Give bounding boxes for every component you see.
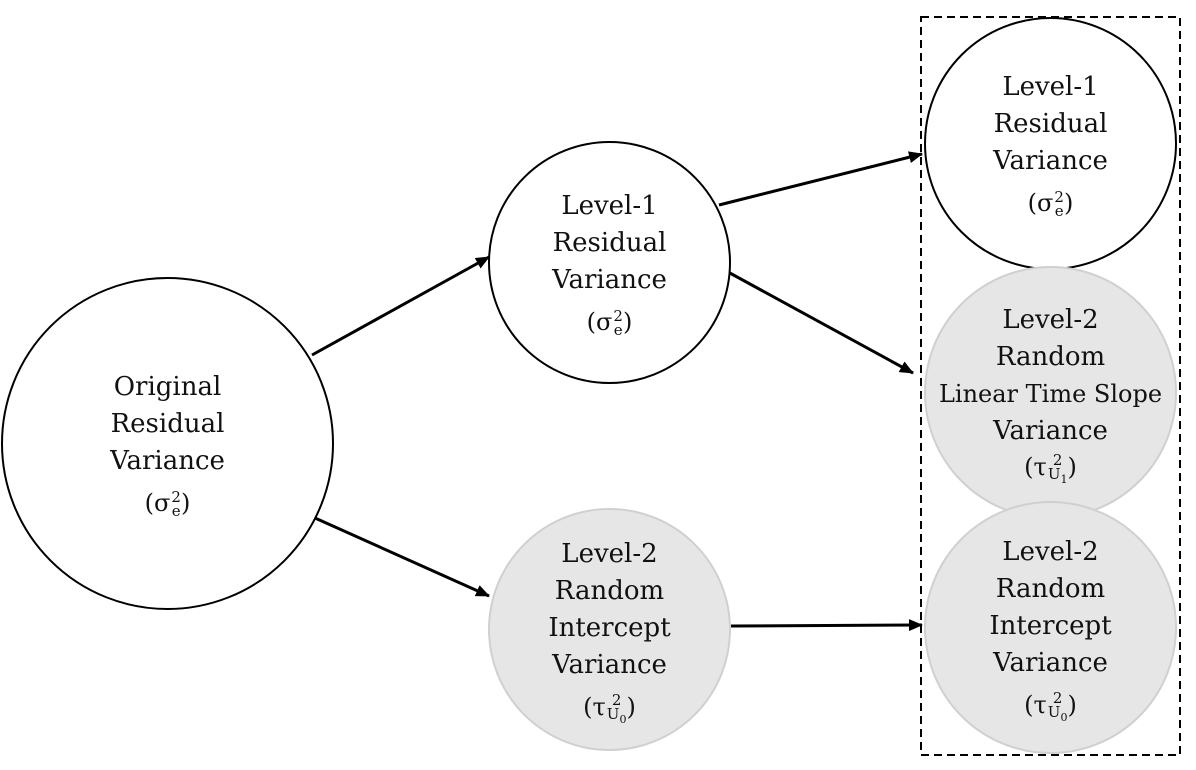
node-label-line: Random	[995, 573, 1106, 604]
arrow-original-to-level1	[311, 255, 490, 357]
node-label-line: Linear Time Slope	[938, 379, 1163, 408]
node-label-line: Level-1	[561, 190, 658, 221]
node-label-line: Level-2	[1002, 536, 1099, 567]
arrow-level2-intercept-to-right	[730, 619, 923, 632]
arrow-level1-to-level1-right	[718, 151, 923, 207]
node-label-line: Variance	[993, 415, 1108, 446]
node-label-line: Variance	[552, 264, 667, 295]
node-label-line: Original	[113, 371, 222, 402]
arrow-level1-to-level2-slope	[727, 270, 914, 375]
final-model-dashed-box	[920, 16, 1181, 756]
node-label-line: Random	[995, 341, 1106, 372]
node-label-line: Intercept	[989, 610, 1112, 641]
arrow-original-to-level2-intercept	[314, 516, 490, 598]
node-label-line: Variance	[993, 145, 1108, 176]
node-label-line: Level-2	[1002, 304, 1099, 335]
node-label-line: Residual	[993, 108, 1108, 139]
node-label-line: Level-1	[1002, 71, 1099, 102]
node-label-line: Random	[554, 575, 665, 606]
node-level2-random-slope-variance-final: Level-2 Random Linear Time Slope Varianc…	[924, 266, 1177, 519]
node-label-line: Variance	[552, 649, 667, 680]
node-label-line: Residual	[110, 408, 225, 439]
node-label-line: Intercept	[548, 612, 671, 643]
node-label-line: Variance	[993, 647, 1108, 678]
node-label-line: Level-2	[561, 538, 658, 569]
node-label-line: Variance	[110, 445, 225, 476]
node-label-line: Residual	[552, 227, 667, 258]
